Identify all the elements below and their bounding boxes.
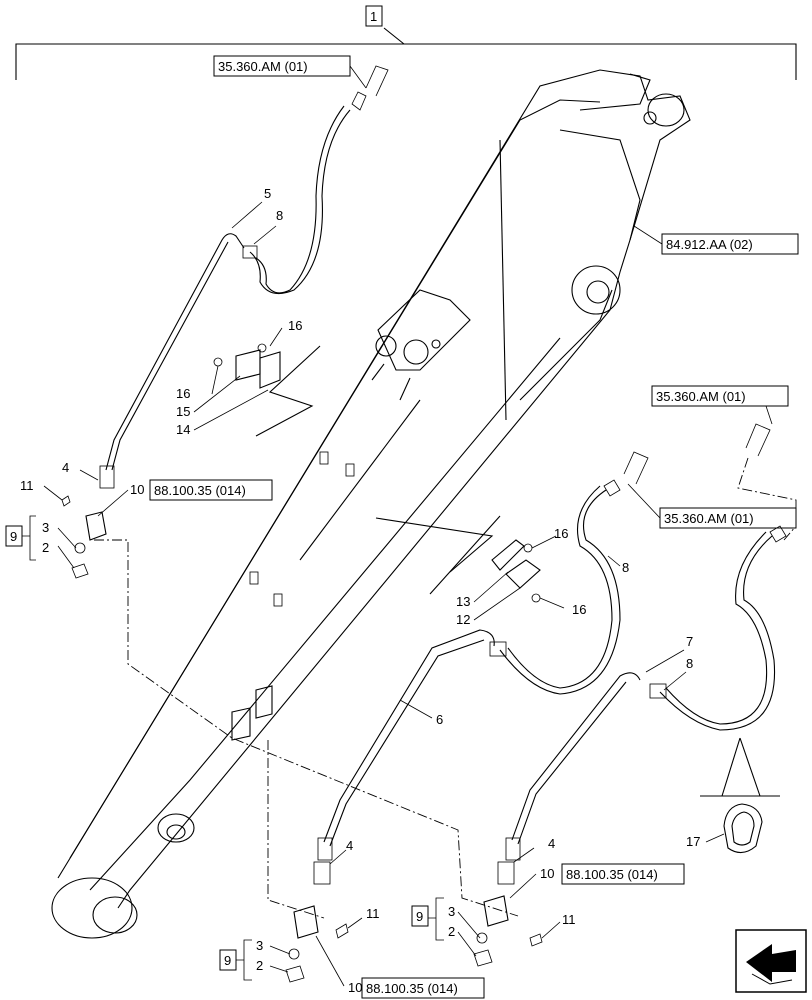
label-3-right: 3 bbox=[448, 904, 455, 919]
valve-right bbox=[457, 847, 561, 967]
label-16a: 16 bbox=[288, 318, 302, 333]
label-12: 12 bbox=[456, 612, 470, 627]
svg-text:9: 9 bbox=[416, 909, 423, 924]
label-17: 17 bbox=[686, 834, 700, 849]
ref-label: 84.912.AA (02) bbox=[666, 237, 753, 252]
ref-valve-left[interactable]: 88.100.35 (014) bbox=[149, 479, 273, 501]
ref-hose-right-mid[interactable]: 35.360.AM (01) bbox=[627, 483, 797, 529]
label-8-mid: 8 bbox=[622, 560, 629, 575]
svg-text:9: 9 bbox=[224, 953, 231, 968]
label-10-center: 10 bbox=[348, 980, 362, 995]
label-10-left: 10 bbox=[130, 482, 144, 497]
ref-label: 35.360.AM (01) bbox=[656, 389, 746, 404]
label-14: 14 bbox=[176, 422, 190, 437]
connection-line bbox=[267, 740, 325, 919]
ref-label: 88.100.35 (014) bbox=[366, 981, 458, 996]
hose-7-assembly bbox=[505, 423, 787, 861]
label-2-center: 2 bbox=[256, 958, 263, 973]
connection-line bbox=[94, 539, 519, 917]
label-2-right: 2 bbox=[448, 924, 455, 939]
clamp-group-lower bbox=[375, 515, 565, 621]
ref-label: 88.100.35 (014) bbox=[566, 867, 658, 882]
label-16d: 16 bbox=[572, 602, 586, 617]
label-5: 5 bbox=[264, 186, 271, 201]
hose-5-assembly bbox=[99, 65, 389, 489]
label-8-top: 8 bbox=[276, 208, 283, 223]
label-16c: 16 bbox=[554, 526, 568, 541]
label-4-right: 4 bbox=[548, 836, 555, 851]
connection-line bbox=[737, 457, 797, 541]
ref-valve-right[interactable]: 88.100.35 (014) bbox=[561, 863, 685, 885]
hose-6-assembly bbox=[317, 451, 649, 861]
group-callout-left: 9 bbox=[5, 515, 36, 561]
grommet-17 bbox=[700, 737, 780, 854]
label-11-left: 11 bbox=[20, 478, 34, 493]
label-8-right: 8 bbox=[686, 656, 693, 671]
valve-center bbox=[269, 849, 363, 987]
ref-hose-top-left[interactable]: 35.360.AM (01) bbox=[213, 55, 367, 89]
group-callout-right: 9 bbox=[411, 897, 444, 941]
ref-hose-right-top[interactable]: 35.360.AM (01) bbox=[651, 385, 789, 425]
label-6: 6 bbox=[436, 712, 443, 727]
label-11-center: 11 bbox=[366, 906, 380, 921]
ref-label: 35.360.AM (01) bbox=[218, 59, 308, 74]
main-callout: 1 bbox=[370, 9, 377, 24]
valve-left bbox=[43, 469, 129, 579]
label-2-left: 2 bbox=[42, 540, 49, 555]
label-15: 15 bbox=[176, 404, 190, 419]
ref-valve-center[interactable]: 88.100.35 (014) bbox=[361, 977, 485, 999]
label-13: 13 bbox=[456, 594, 470, 609]
label-10-right: 10 bbox=[540, 866, 554, 881]
label-4-left: 4 bbox=[62, 460, 69, 475]
svg-text:9: 9 bbox=[10, 529, 17, 544]
label-7: 7 bbox=[686, 634, 693, 649]
assembly-bracket: 1 bbox=[15, 5, 797, 80]
ref-label: 35.360.AM (01) bbox=[664, 511, 754, 526]
clamp-group-upper bbox=[193, 327, 321, 437]
label-3-center: 3 bbox=[256, 938, 263, 953]
boom-arm bbox=[51, 69, 691, 939]
label-11-right: 11 bbox=[562, 912, 576, 927]
label-4-center: 4 bbox=[346, 838, 353, 853]
label-3-left: 3 bbox=[42, 520, 49, 535]
group-callout-center: 9 bbox=[219, 939, 252, 981]
label-16b: 16 bbox=[176, 386, 190, 401]
next-page-arrow-icon[interactable] bbox=[735, 929, 807, 993]
ref-label: 88.100.35 (014) bbox=[154, 483, 246, 498]
ref-boom[interactable]: 84.912.AA (02) bbox=[633, 225, 799, 255]
